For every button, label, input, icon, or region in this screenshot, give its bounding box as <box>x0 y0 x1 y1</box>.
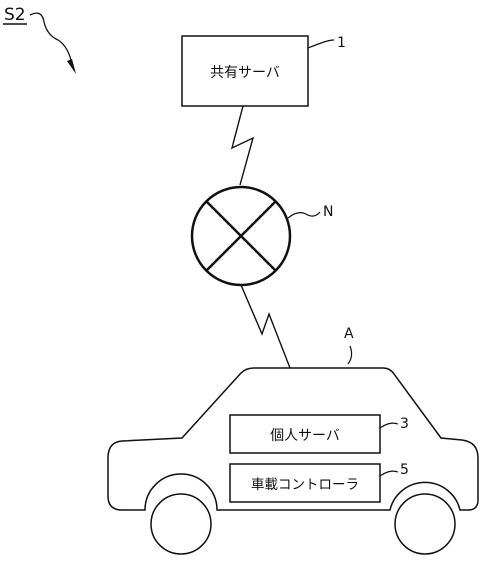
shared-server-label: 共有サーバ <box>210 65 280 81</box>
personal-server-box <box>229 414 381 454</box>
network-cross-line-2 <box>205 200 277 272</box>
personal-server-label: 個人サーバ <box>270 428 340 444</box>
onboard-controller-ref: 5 <box>400 462 409 478</box>
front-wheel <box>394 493 456 555</box>
upper-wireless-link <box>230 105 255 186</box>
figure-label: S2 <box>4 5 26 25</box>
onboard-controller-box <box>229 463 381 503</box>
personal-server-ref: 3 <box>400 416 409 432</box>
shared-server-box <box>181 35 309 107</box>
rear-wheel <box>150 493 212 555</box>
onboard-controller-label: 車載コントローラ <box>251 477 359 493</box>
shared-server-ref: 1 <box>337 35 346 51</box>
figure-label-leader <box>29 12 73 65</box>
figure-label-arrowhead <box>67 59 76 74</box>
vehicle-ref-leader <box>347 345 353 365</box>
network-ref: N <box>323 204 333 220</box>
shared-server-ref-leader <box>307 39 335 49</box>
network-ref-leader <box>287 211 321 219</box>
personal-server-ref-leader <box>379 422 399 429</box>
lower-wireless-link <box>240 284 291 369</box>
onboard-controller-ref-leader <box>379 470 399 477</box>
vehicle-ref: A <box>344 326 354 342</box>
